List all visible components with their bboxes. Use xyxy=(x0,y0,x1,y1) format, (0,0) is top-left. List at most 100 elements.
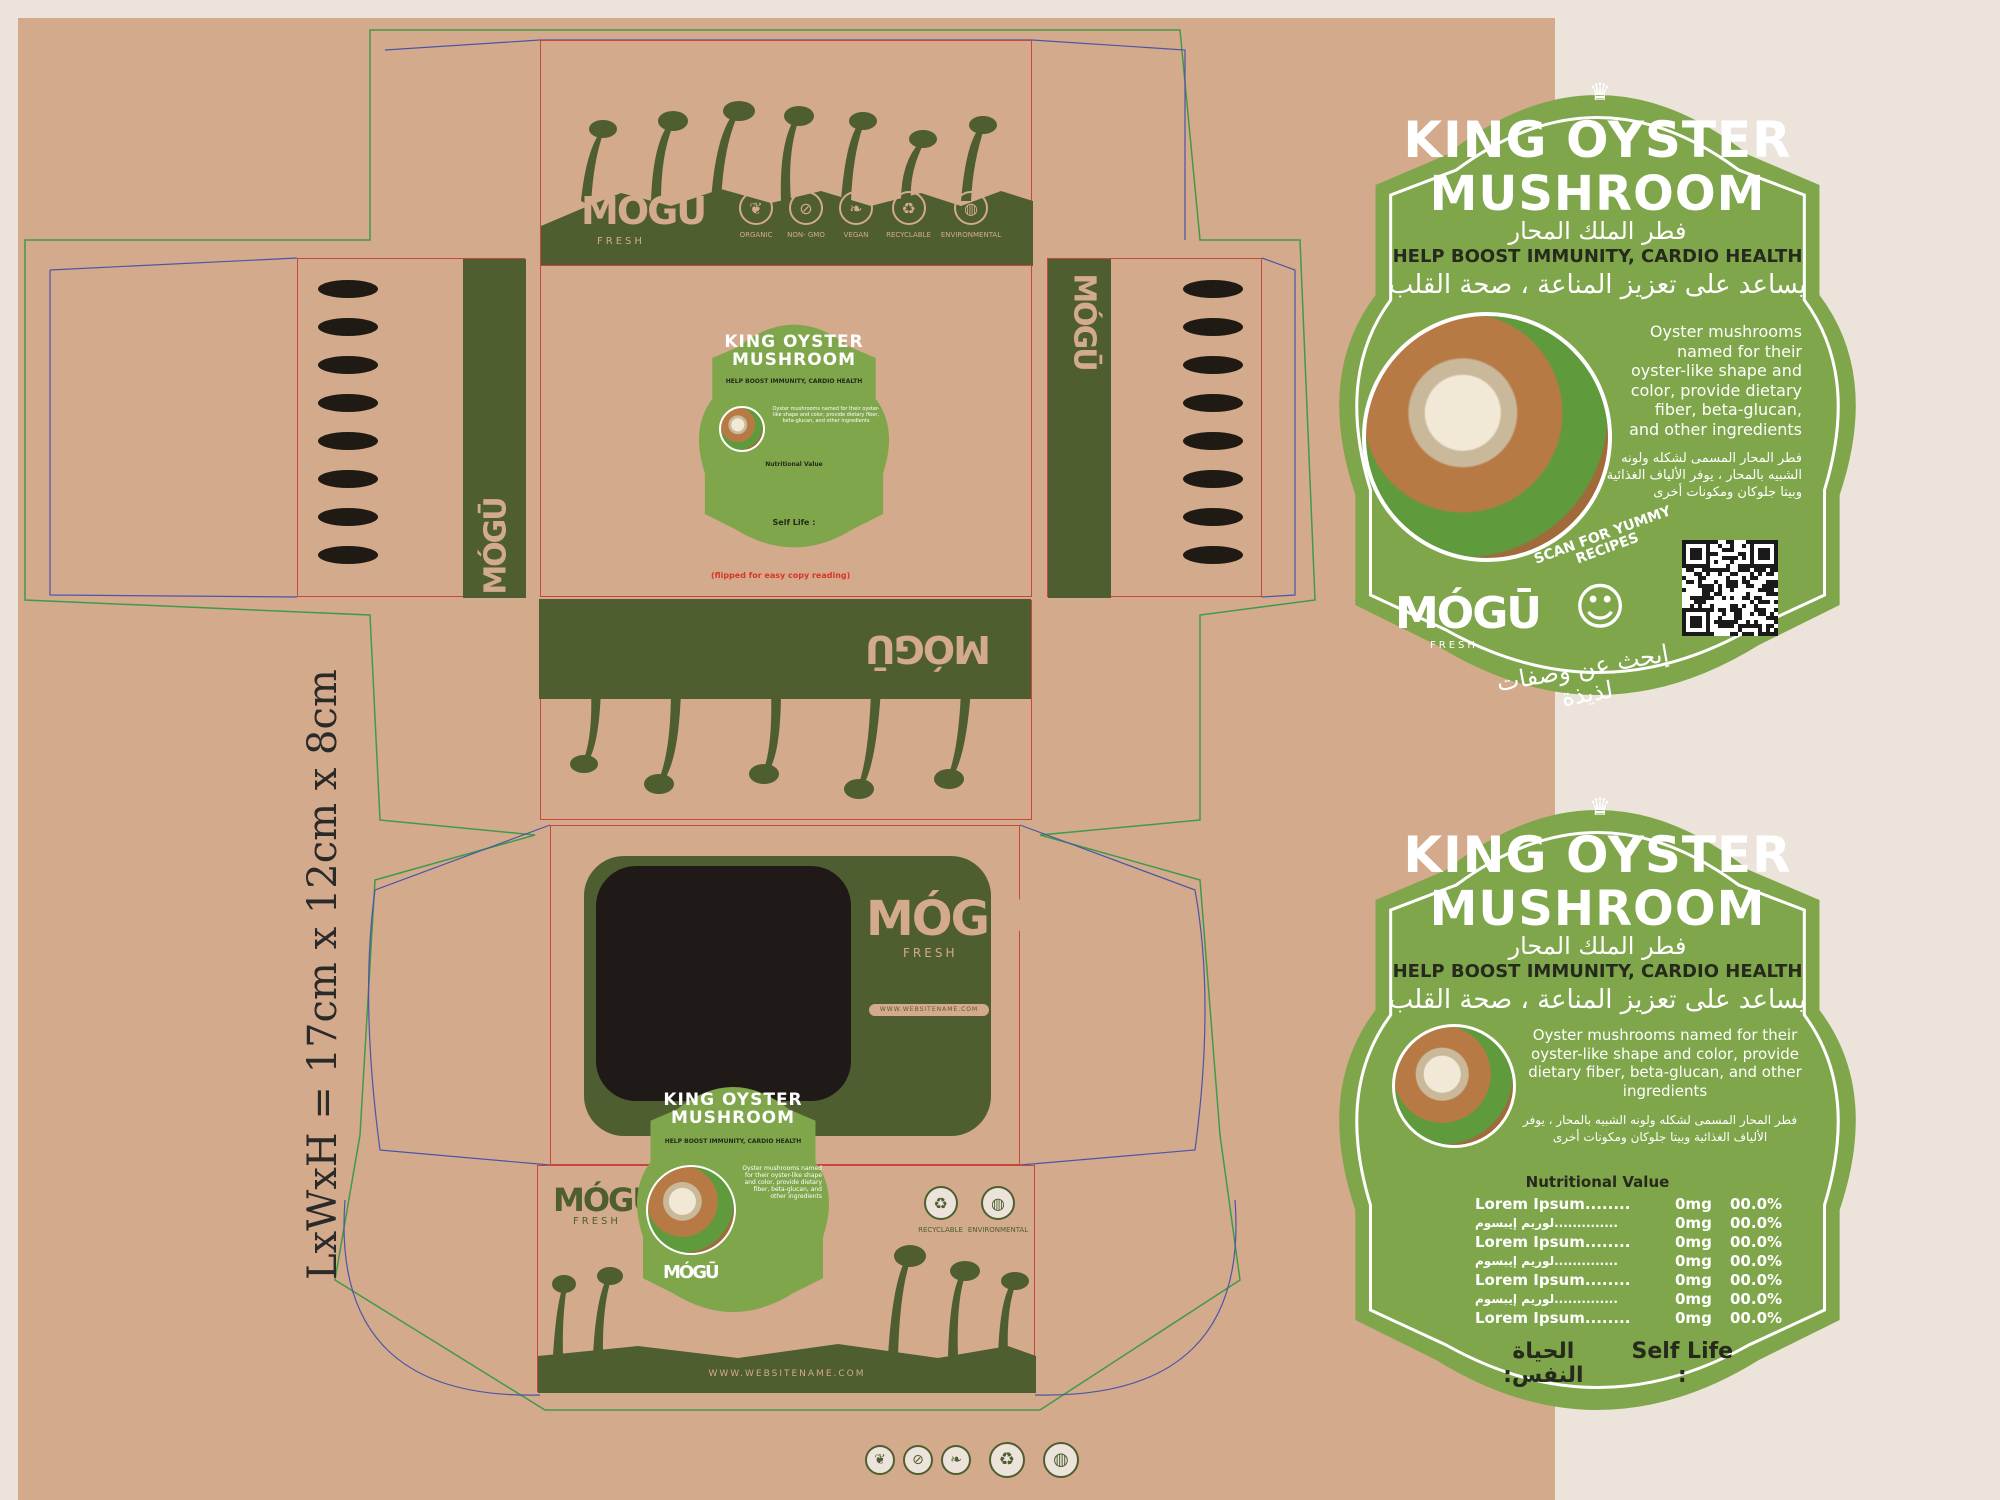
qr-module xyxy=(1694,572,1698,576)
qr-module xyxy=(1722,556,1726,560)
qr-module xyxy=(1766,580,1770,584)
qr-module xyxy=(1758,588,1762,592)
qr-module xyxy=(1758,564,1762,568)
qr-module xyxy=(1730,544,1734,548)
small-label-nutrition: Nutritional Value xyxy=(765,461,823,468)
qr-module xyxy=(1758,632,1762,636)
qr-module xyxy=(1710,588,1714,592)
qr-module xyxy=(1706,632,1710,636)
qr-module xyxy=(1694,552,1698,556)
vegan-leaf-icon: ❧ xyxy=(839,191,873,225)
qr-module xyxy=(1734,580,1738,584)
qr-module xyxy=(1722,608,1726,612)
qr-module xyxy=(1758,612,1762,616)
self-life-en: Self Life : xyxy=(1631,1339,1734,1389)
qr-module xyxy=(1750,624,1754,628)
qr-module xyxy=(1682,564,1686,568)
qr-module xyxy=(1766,588,1770,592)
qr-module xyxy=(1766,628,1770,632)
globe-leaf-icon: ◍ xyxy=(954,191,988,225)
qr-module xyxy=(1718,592,1722,596)
small-label-description: Oyster mushrooms named for their oyster-… xyxy=(772,406,880,424)
leaf-sprout-icon: ❦ xyxy=(739,191,773,225)
qr-module xyxy=(1702,588,1706,592)
small-label-self-life: Self Life : xyxy=(772,518,816,527)
qr-module xyxy=(1718,608,1722,612)
label2-description-ar: فطر المحار المسمى لشكله ولونه الشبيه بال… xyxy=(1522,1113,1798,1144)
qr-module xyxy=(1766,616,1770,620)
qr-module xyxy=(1682,612,1686,616)
qr-module xyxy=(1766,572,1770,576)
qr-module xyxy=(1698,600,1702,604)
front-panel: MÓGŪ FRESH WWW.WEBSITENAME.COM xyxy=(550,825,1027,1165)
qr-module xyxy=(1706,544,1710,548)
qr-module xyxy=(1746,580,1750,584)
qr-module xyxy=(1690,616,1694,620)
nutrition-name: Lorem Ipsum........ xyxy=(1475,1195,1631,1213)
qr-module xyxy=(1774,568,1778,572)
qr-module xyxy=(1730,632,1734,636)
qr-module xyxy=(1746,596,1750,600)
qr-module xyxy=(1706,540,1710,544)
self-life-ar: الحياة النفس: xyxy=(1503,1339,1584,1389)
icon-row: ❦ ⊘ ❧ ♻ ◍ xyxy=(865,1442,1079,1478)
qr-module xyxy=(1690,568,1694,572)
qr-module xyxy=(1734,612,1738,616)
recycle-icon: ♻ xyxy=(923,1186,958,1220)
label-title-line2: MUSHROOM xyxy=(1429,166,1766,222)
big-label-bottom-shape xyxy=(1339,810,1856,1410)
qr-module xyxy=(1734,608,1738,612)
qr-module xyxy=(1770,612,1774,616)
qr-module xyxy=(1774,564,1778,568)
qr-module xyxy=(1766,632,1770,636)
qr-module xyxy=(1726,564,1730,568)
qr-module xyxy=(1750,548,1754,552)
label-benefit-ar: يساعد على تعزيز المناعة ، صحة القلب xyxy=(1388,270,1807,300)
nutrition-name: لوريم إيبسوم.............. xyxy=(1475,1216,1618,1230)
qr-module xyxy=(1702,632,1706,636)
qr-module xyxy=(1742,556,1746,560)
qr-module xyxy=(1774,556,1778,560)
qr-module xyxy=(1754,608,1758,612)
front-label-description: Oyster mushrooms named for their oyster-… xyxy=(742,1165,822,1200)
qr-module xyxy=(1718,544,1722,548)
mushroom-silhouettes-flipped xyxy=(570,689,971,799)
qr-module xyxy=(1754,576,1758,580)
qr-module xyxy=(1694,620,1698,624)
qr-module xyxy=(1702,540,1706,544)
leaf-sprout-icon: ❦ xyxy=(865,1445,895,1475)
mushroom-photo xyxy=(1362,312,1612,562)
qr-module xyxy=(1746,620,1750,624)
qr-code[interactable] xyxy=(1682,540,1778,636)
window-cutout[interactable] xyxy=(596,866,851,1101)
qr-module xyxy=(1722,568,1726,572)
qr-module xyxy=(1730,548,1734,552)
qr-module xyxy=(1730,624,1734,628)
qr-module xyxy=(1742,576,1746,580)
qr-module xyxy=(1770,584,1774,588)
brand-logo: MÓGŪ xyxy=(866,627,991,671)
badge-recyclable: ♻RECYCLABLE xyxy=(881,191,936,239)
small-label-title2: MUSHROOM xyxy=(731,350,857,370)
globe-leaf-icon: ◍ xyxy=(1043,1442,1079,1478)
qr-module xyxy=(1722,548,1726,552)
mushroom-mascot-icon: ☺ xyxy=(1573,578,1627,636)
qr-module xyxy=(1774,616,1778,620)
qr-module xyxy=(1722,612,1726,616)
qr-module xyxy=(1766,548,1770,552)
qr-module xyxy=(1730,584,1734,588)
qr-module xyxy=(1730,556,1734,560)
qr-module xyxy=(1742,624,1746,628)
qr-module xyxy=(1714,580,1718,584)
qr-module xyxy=(1754,540,1758,544)
nutrition-pct: 00.0% xyxy=(1730,1214,1783,1232)
nutrition-name: لوريم إيبسوم.............. xyxy=(1475,1292,1618,1306)
qr-module xyxy=(1730,620,1734,624)
dimensions-label: LxWxH = 17cm x 12cm x 8cm xyxy=(300,669,346,1280)
qr-module xyxy=(1726,548,1730,552)
badge-vegan: ❧VEGAN xyxy=(831,191,881,239)
